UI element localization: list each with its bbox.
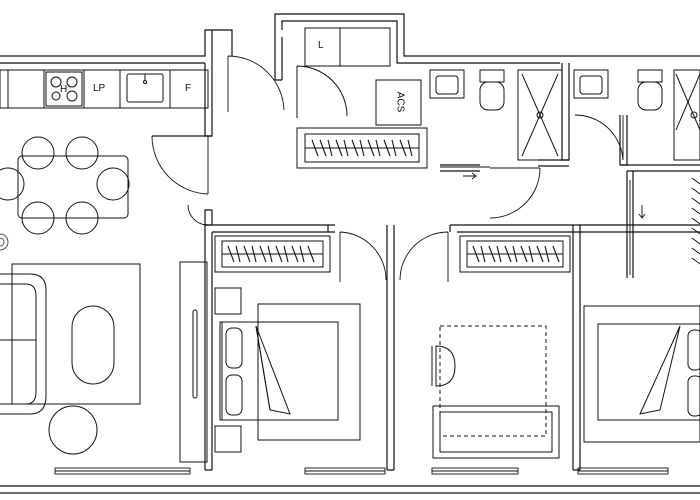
toilet-2: [637, 69, 663, 111]
wall-bed1-top: [205, 224, 335, 233]
bed1-fold: [255, 325, 291, 415]
dining-set: [0, 136, 130, 235]
wall-top-kitchen: [0, 29, 233, 64]
plant-icon: [0, 233, 9, 251]
label-fridge: F: [185, 83, 192, 94]
sink-icon: [126, 73, 164, 103]
bathroom-1: [429, 69, 563, 161]
bedroom-2: [431, 325, 560, 459]
pillows-bed3: [687, 329, 700, 417]
washbasin-1: [429, 69, 465, 99]
dining-chairs: [0, 136, 130, 235]
wardrobes: [214, 127, 571, 273]
dining-table: [17, 155, 129, 219]
tv: [192, 309, 198, 399]
laundry-room: [296, 27, 422, 126]
door-entrance: [227, 55, 285, 112]
wall-bed3-top: [580, 224, 700, 233]
wall-bath-divider: [561, 63, 570, 161]
bed3-fold: [639, 325, 681, 415]
pillows-bed1: [225, 327, 243, 416]
armchair: [0, 273, 47, 415]
door-bath1: [489, 167, 541, 219]
door-bath2: [574, 114, 624, 161]
bedroom-3: [583, 305, 700, 443]
label-dishwasher: LP: [93, 83, 106, 94]
door-corridor-left: [151, 135, 209, 195]
doors: [151, 55, 700, 282]
ottoman: [48, 405, 98, 455]
wardrobe-laundry: [296, 127, 428, 169]
door-bed1: [339, 231, 387, 282]
wall-bed2-right: [572, 225, 581, 470]
wardrobe-bed3-hangers: [691, 177, 700, 265]
bed-3: [597, 323, 700, 421]
rug-bed3: [583, 305, 700, 443]
nightstand-top: [214, 287, 242, 315]
wardrobe-bed1: [214, 235, 331, 273]
desk-chair: [435, 345, 456, 387]
bedroom-1: [214, 287, 361, 453]
bed-2-dashed: [439, 325, 547, 437]
bed-1: [219, 321, 339, 421]
shower-1: [517, 69, 563, 161]
shower-2: [673, 69, 700, 161]
label-laundry: L: [318, 40, 324, 51]
laundry-unit: [304, 27, 391, 67]
door-bed2: [399, 231, 449, 282]
water-heater: [375, 79, 422, 126]
wall-bath-corridor: [620, 164, 700, 172]
wall-bed1-right: [386, 225, 395, 470]
wall-bed2-top: [449, 224, 581, 233]
living-area: [0, 261, 208, 463]
wall-bed3-right: [626, 171, 634, 278]
coffee-table: [71, 305, 115, 385]
tv-unit: [179, 261, 208, 463]
washbasin-2: [573, 69, 609, 99]
wall-corridor-top: [440, 164, 480, 172]
slide-arrow-2: [638, 205, 646, 219]
hangers: [227, 139, 560, 263]
wall-corridor-left: [204, 209, 213, 226]
bathroom-2: [573, 69, 700, 161]
rug: [11, 263, 141, 405]
hob-icon: [45, 71, 83, 107]
wall-bath2-right: [619, 115, 628, 166]
wall-corridor-top-b: [538, 159, 569, 167]
wall-bottom: [0, 485, 700, 494]
wall-top-laundry: [274, 13, 700, 64]
laundry-door: [296, 65, 348, 118]
slide-arrow-1: [463, 172, 477, 180]
kitchen-counter: [0, 69, 209, 109]
rug-bed1: [257, 303, 361, 441]
label-water-heater: ACS: [394, 91, 406, 113]
desk: [432, 405, 560, 459]
nightstand-bottom: [214, 425, 242, 453]
label-hob: H: [60, 84, 68, 95]
wall-laundry-left: [274, 30, 283, 81]
windows-bottom: [54, 467, 669, 475]
toilet-1: [479, 69, 505, 111]
wall-bed1-left: [204, 225, 213, 470]
